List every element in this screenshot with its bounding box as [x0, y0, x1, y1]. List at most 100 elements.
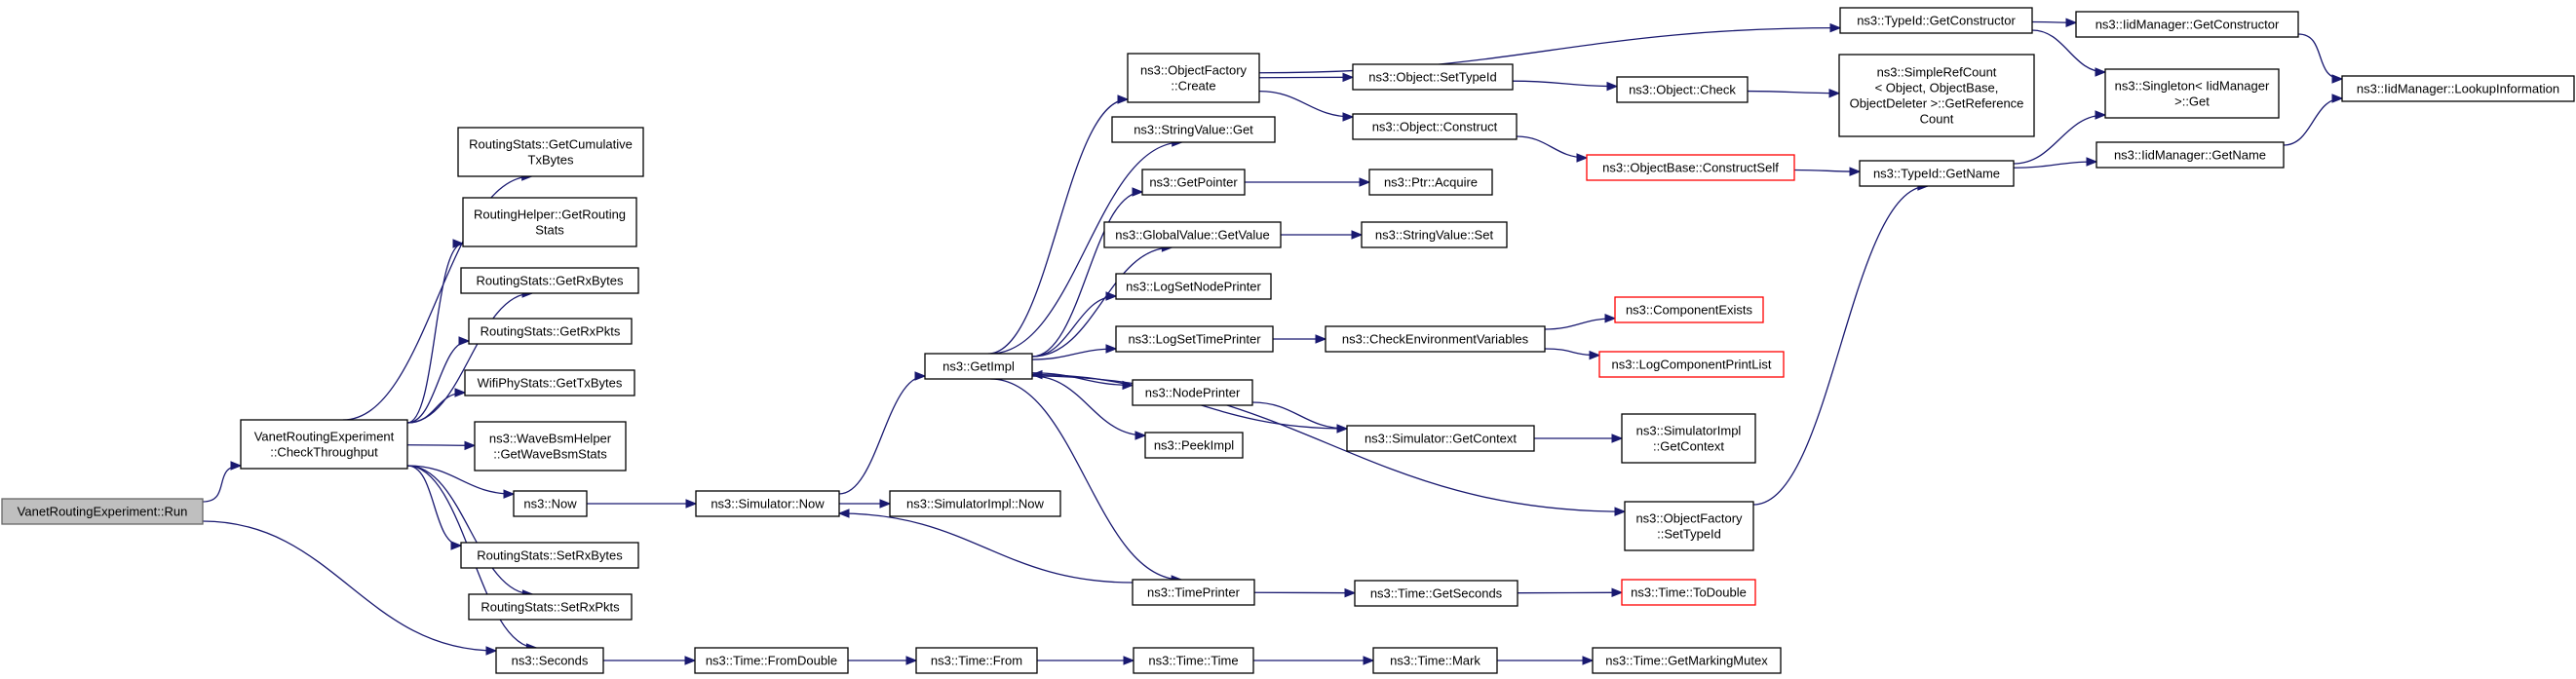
edge-line	[1512, 80, 1618, 88]
edge-line	[1747, 90, 1840, 94]
node-timePrinter[interactable]: ns3::TimePrinter	[1132, 579, 1255, 606]
node-typeIdGetConstructor[interactable]: ns3::TypeId::GetConstructor	[1839, 7, 2033, 34]
node-label: ns3::Time::GetSeconds	[1370, 586, 1503, 601]
edge-ofCreate-to-objConstruct	[1258, 90, 1355, 122]
node-run[interactable]: VanetRoutingExperiment::Run	[1, 498, 204, 525]
node-label: ns3::IidManager::GetConstructor	[2095, 18, 2280, 32]
arrowhead	[2065, 18, 2078, 27]
node-timeMark[interactable]: ns3::Time::Mark	[1372, 647, 1498, 674]
node-timeToDouble[interactable]: ns3::Time::ToDouble	[1621, 579, 1756, 606]
arrowhead	[1342, 72, 1355, 83]
node-seconds[interactable]: ns3::Seconds	[495, 647, 604, 674]
node-objCheck[interactable]: ns3::Object::Check	[1616, 76, 1749, 103]
edge-line	[202, 520, 497, 652]
node-simGetContext[interactable]: ns3::Simulator::GetContext	[1346, 425, 1535, 452]
node-logSetNodePrinter[interactable]: ns3::LogSetNodePrinter	[1115, 273, 1272, 300]
node-iidGetConstructor[interactable]: ns3::IidManager::GetConstructor	[2075, 11, 2299, 38]
edge-timePrinter-to-timeGetSeconds	[1253, 587, 1357, 598]
node-typeIdGetName[interactable]: ns3::TypeId::GetName	[1859, 160, 2015, 187]
node-getImpl[interactable]: ns3::GetImpl	[924, 353, 1033, 380]
node-label: ns3::ObjectFactory	[1635, 511, 1743, 526]
node-box	[457, 127, 644, 177]
node-getMarkingMutex[interactable]: ns3::Time::GetMarkingMutex	[1592, 647, 1782, 674]
node-checkThroughput[interactable]: VanetRoutingExperiment::CheckThroughput	[240, 419, 408, 470]
node-box	[889, 490, 1061, 517]
node-box	[1346, 425, 1535, 452]
node-label: ns3::Ptr::Acquire	[1384, 175, 1478, 190]
node-box	[1103, 221, 1282, 248]
node-timeTime[interactable]: ns3::Time::Time	[1133, 647, 1254, 674]
node-nodePrinter[interactable]: ns3::NodePrinter	[1132, 379, 1253, 406]
node-timeFrom[interactable]: ns3::Time::From	[915, 647, 1038, 674]
node-checkEnvVars[interactable]: ns3::CheckEnvironmentVariables	[1325, 325, 1546, 353]
node-now[interactable]: ns3::Now	[513, 490, 588, 517]
arrowhead	[1117, 94, 1130, 104]
node-getRxPkts[interactable]: RoutingStats::GetRxPkts	[468, 318, 633, 345]
node-iidLookup[interactable]: ns3::IidManager::LookupInformation	[2341, 75, 2575, 102]
node-box	[924, 353, 1033, 380]
node-objSetTypeId[interactable]: ns3::Object::SetTypeId	[1352, 63, 1514, 91]
arrowhead	[1611, 587, 1624, 598]
node-logComponentPrintList[interactable]: ns3::LogComponentPrintList	[1598, 351, 1785, 378]
node-ptrAcquire[interactable]: ns3::Ptr::Acquire	[1368, 169, 1493, 196]
node-iidGetName[interactable]: ns3::IidManager::GetName	[2095, 141, 2285, 169]
node-label: ns3::CheckEnvironmentVariables	[1342, 332, 1529, 347]
node-simNow[interactable]: ns3::Simulator::Now	[695, 490, 840, 517]
node-gvGetValue[interactable]: ns3::GlobalValue::GetValue	[1103, 221, 1282, 248]
node-box	[468, 318, 633, 345]
node-simImplNow[interactable]: ns3::SimulatorImpl::Now	[889, 490, 1061, 517]
node-timeFromDouble[interactable]: ns3::Time::FromDouble	[694, 647, 849, 674]
arrowhead	[503, 489, 516, 499]
node-label: ::SetTypeId	[1657, 527, 1721, 542]
node-ofSetTypeId[interactable]: ns3::ObjectFactory::SetTypeId	[1624, 501, 1754, 551]
node-objBaseConstructSelf[interactable]: ns3::ObjectBase::ConstructSelf	[1586, 154, 1795, 181]
edge-line	[1544, 318, 1616, 330]
node-componentExists[interactable]: ns3::ComponentExists	[1614, 296, 1764, 323]
node-box	[464, 369, 635, 396]
node-ofCreate[interactable]: ns3::ObjectFactory::Create	[1127, 53, 1260, 103]
arrowhead	[1342, 112, 1355, 122]
arrowhead	[1351, 230, 1364, 240]
edge-line	[1031, 246, 1173, 358]
node-box	[1141, 169, 1246, 196]
arrowhead	[1829, 22, 1842, 33]
arrowhead	[1359, 177, 1371, 187]
node-logSetTimePrinter[interactable]: ns3::LogSetTimePrinter	[1115, 325, 1274, 353]
node-simImplGetContext[interactable]: ns3::SimulatorImpl::GetContext	[1621, 413, 1756, 464]
node-label: VanetRoutingExperiment	[254, 430, 395, 444]
node-label: TxBytes	[528, 153, 574, 168]
arrowhead	[2331, 94, 2344, 103]
edge-line	[202, 465, 242, 503]
node-getTxBytes[interactable]: WifiPhyStats::GetTxBytes	[464, 369, 635, 396]
edge-getImpl-to-nodePrinter	[1031, 372, 1134, 391]
edge-run-to-checkThroughput	[202, 461, 243, 503]
node-label: ::Create	[1171, 79, 1215, 94]
node-singletonGet[interactable]: ns3::Singleton< IidManager>::Get	[2104, 68, 2280, 119]
node-setRxPkts[interactable]: RoutingStats::SetRxPkts	[468, 593, 633, 621]
edge-ofCreate-to-objSetTypeId	[1258, 72, 1355, 83]
arrowhead	[1363, 656, 1375, 665]
edge-run-to-seconds	[202, 520, 498, 656]
node-strValGet[interactable]: ns3::StringValue::Get	[1111, 116, 1276, 143]
node-objConstruct[interactable]: ns3::Object::Construct	[1352, 113, 1518, 140]
node-getWaveBsm[interactable]: ns3::WaveBsmHelper::GetWaveBsmStats	[474, 421, 627, 472]
node-setRxBytes[interactable]: RoutingStats::SetRxBytes	[460, 542, 639, 569]
edge-checkThroughput-to-now	[406, 465, 516, 499]
edge-typeIdGetName-to-singletonGet	[2013, 110, 2107, 165]
node-simpleRefCount[interactable]: ns3::SimpleRefCount< Object, ObjectBase,…	[1838, 54, 2035, 137]
arrowhead	[1105, 291, 1118, 301]
arrowhead	[2095, 110, 2107, 120]
node-label: ns3::ObjectFactory	[1140, 63, 1248, 78]
edge-timeFrom-to-timeTime	[1037, 656, 1135, 665]
node-getPointer[interactable]: ns3::GetPointer	[1141, 169, 1246, 196]
node-peekImpl[interactable]: ns3::PeekImpl	[1144, 432, 1244, 459]
node-label: ns3::PeekImpl	[1154, 438, 1234, 453]
node-getRxBytes[interactable]: RoutingStats::GetRxBytes	[460, 267, 639, 294]
node-timeGetSeconds[interactable]: ns3::Time::GetSeconds	[1354, 580, 1519, 607]
node-strValSet[interactable]: ns3::StringValue::Set	[1361, 221, 1508, 248]
edge-getImpl-to-ofCreate	[987, 94, 1130, 355]
node-label: ns3::StringValue::Get	[1134, 123, 1253, 137]
